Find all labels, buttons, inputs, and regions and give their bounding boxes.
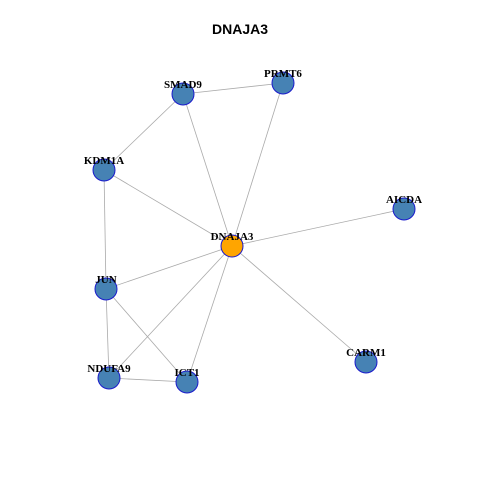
edge-ndufa9-ict1 bbox=[108, 377, 188, 383]
edges-layer bbox=[103, 82, 405, 383]
node-label-ict1: ICT1 bbox=[174, 367, 199, 379]
edge-dnaja3-ndufa9 bbox=[108, 245, 233, 379]
node-smad9 bbox=[171, 82, 195, 106]
edge-dnaja3-jun bbox=[105, 245, 233, 290]
node-label-dnaja3: DNAJA3 bbox=[211, 231, 254, 243]
node-label-kdm1a: KDM1A bbox=[84, 155, 124, 167]
node-aicda bbox=[392, 197, 416, 221]
edge-dnaja3-kdm1a bbox=[103, 169, 233, 247]
node-ndufa9 bbox=[97, 366, 121, 390]
node-kdm1a bbox=[92, 158, 116, 182]
nodes-layer bbox=[92, 71, 416, 394]
node-label-aicda: AICDA bbox=[386, 194, 422, 206]
diagram-title: DNAJA3 bbox=[211, 21, 268, 37]
edge-dnaja3-prmt6 bbox=[231, 82, 284, 247]
node-ict1 bbox=[175, 370, 199, 394]
node-label-smad9: SMAD9 bbox=[164, 79, 202, 91]
edge-jun-ict1 bbox=[105, 288, 188, 383]
node-prmt6 bbox=[271, 71, 295, 95]
edge-dnaja3-aicda bbox=[231, 208, 405, 247]
edge-dnaja3-carm1 bbox=[231, 245, 367, 363]
node-label-carm1: CARM1 bbox=[346, 347, 386, 359]
node-label-ndufa9: NDUFA9 bbox=[87, 363, 131, 375]
edge-smad9-kdm1a bbox=[103, 93, 184, 171]
node-dnaja3 bbox=[220, 234, 244, 258]
node-label-prmt6: PRMT6 bbox=[264, 68, 302, 80]
node-jun bbox=[94, 277, 118, 301]
edge-dnaja3-smad9 bbox=[182, 93, 233, 247]
node-carm1 bbox=[354, 350, 378, 374]
edge-kdm1a-jun bbox=[103, 169, 107, 290]
node-label-jun: JUN bbox=[95, 274, 116, 286]
edge-dnaja3-ict1 bbox=[186, 245, 233, 383]
edge-jun-ndufa9 bbox=[105, 288, 110, 379]
edge-smad9-prmt6 bbox=[182, 82, 284, 95]
